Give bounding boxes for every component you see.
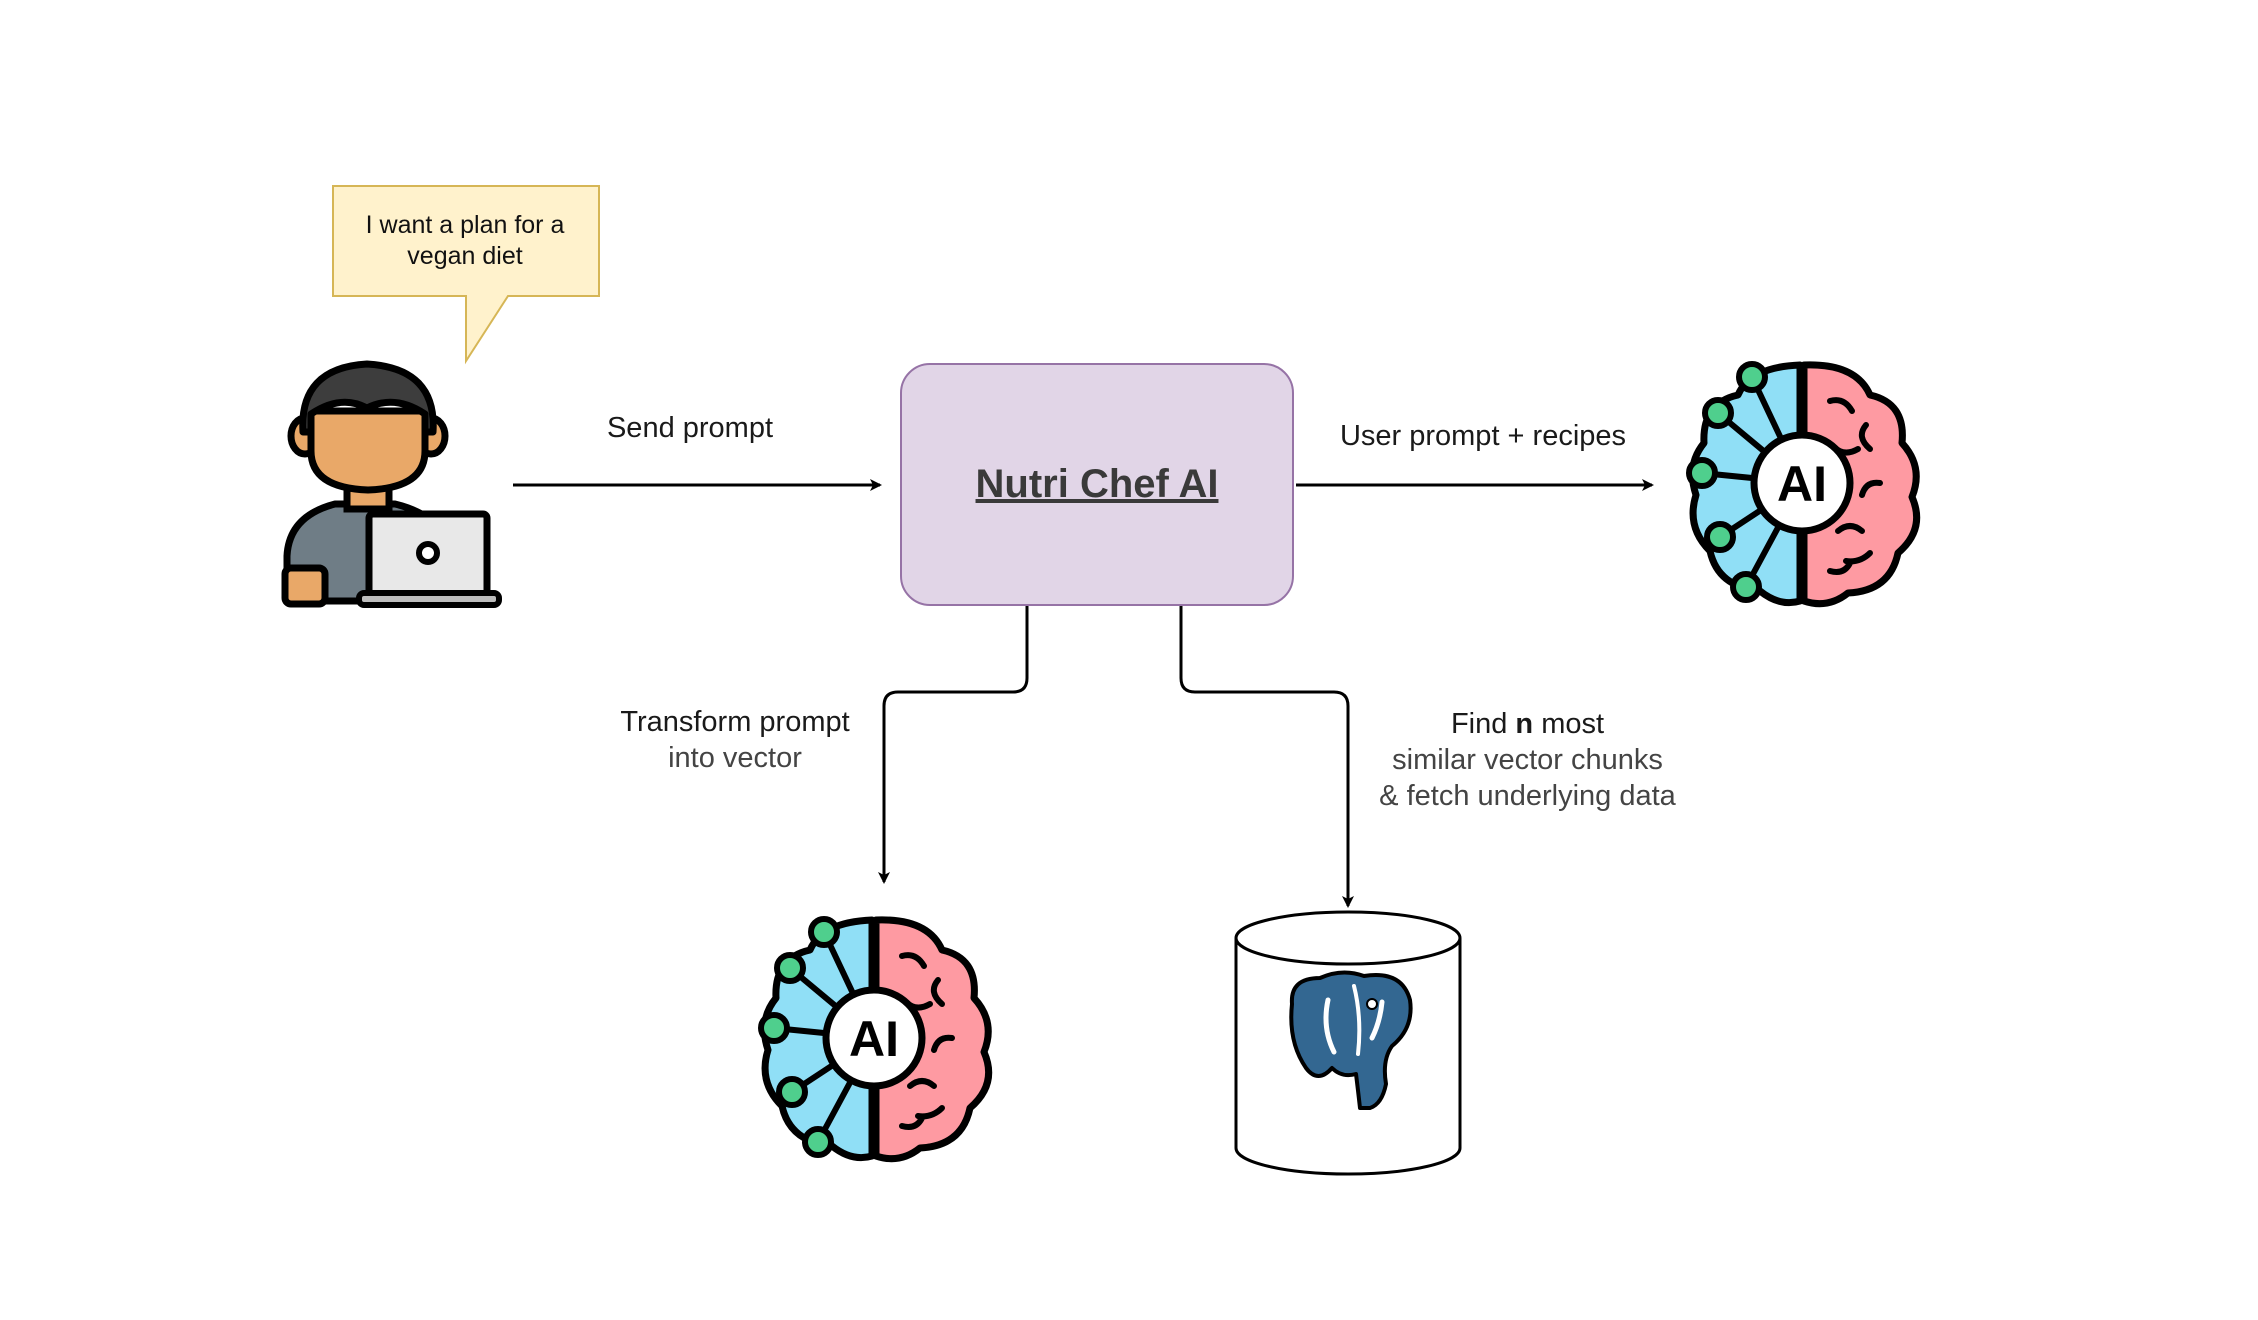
label-send-prompt: Send prompt [606,412,774,444]
label-user-prompt-recipes: User prompt + recipes [1339,420,1627,452]
find-line-2: similar vector chunks [1392,744,1663,776]
transform-line-2: into vector [668,742,802,774]
label-find-similar: Find n most similar vector chunks & fetc… [1355,706,1700,814]
find-line-3: & fetch underlying data [1379,780,1676,812]
ai-brain-icon: AI [1686,361,1921,608]
find-n: n [1515,708,1534,740]
speech-callout [332,185,600,365]
callout-text: I want a plan for a vegan diet [335,188,595,294]
user-laptop-icon [281,360,502,608]
find-prefix: Find [1450,708,1516,740]
ai-badge-text-2: AI [849,1011,899,1067]
postgresql-database-icon [1234,910,1462,1176]
label-transform-prompt: Transform prompt into vector [590,704,880,776]
transform-line-1: Transform prompt [620,706,850,738]
nutri-chef-ai-node[interactable]: Nutri Chef AI [900,363,1294,606]
nutri-chef-ai-title[interactable]: Nutri Chef AI [975,462,1219,506]
elephant-icon [1289,970,1413,1110]
ai-brain-icon-2: AI [758,916,993,1163]
find-line-1: Find n most [1355,706,1700,742]
edge-find-similar [1179,606,1354,908]
find-suffix: most [1533,708,1605,740]
callout-line-2: vegan diet [407,242,523,270]
edge-transform-prompt [878,606,1029,884]
ai-badge-text: AI [1777,456,1827,512]
callout-line-1: I want a plan for a [365,211,565,239]
